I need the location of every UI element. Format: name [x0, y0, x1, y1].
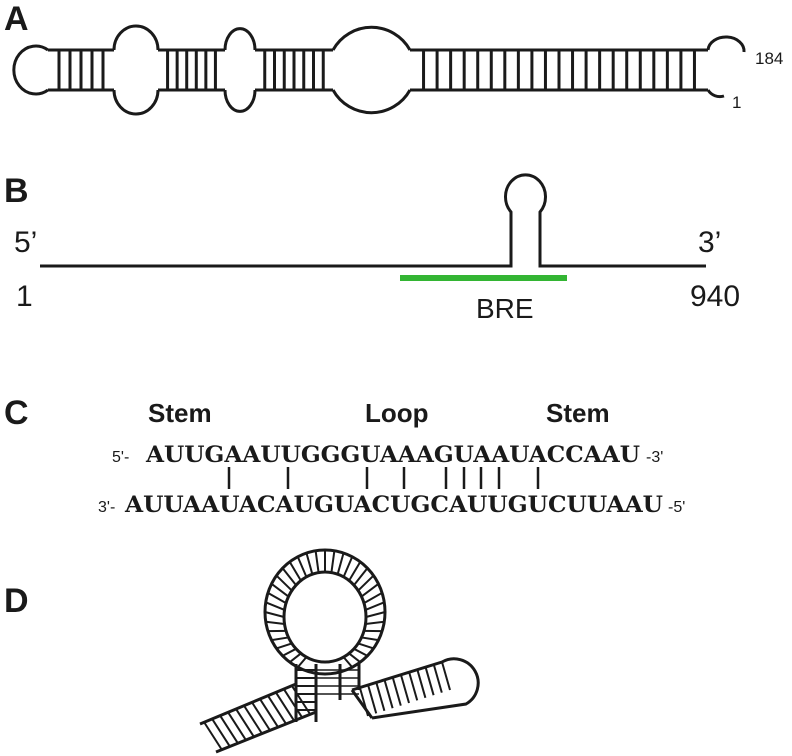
ring-rung [289, 652, 302, 663]
hairpin-3d-structure [199, 548, 480, 754]
ring-rung [365, 601, 385, 611]
ring-rung [365, 611, 386, 618]
ring-rung [296, 656, 308, 668]
right-arm-rung [408, 672, 419, 701]
central-stem-rungs [296, 669, 359, 711]
left-arm-rung [219, 714, 239, 744]
internal-loop-2 [223, 27, 257, 113]
ring-rung [276, 642, 293, 650]
ring-rung [357, 642, 374, 650]
ring-rung [342, 656, 354, 668]
ring-rung [363, 591, 383, 604]
panel-c-letter: C [4, 394, 29, 432]
panel-d-letter: D [4, 582, 29, 620]
left-arm-rungs [203, 685, 311, 751]
ring-rung [275, 574, 293, 592]
ring-rung [353, 567, 369, 586]
top-strand-prefix: 5'- [112, 449, 129, 466]
base-pair-ticks [227, 467, 540, 489]
left-arm-rung [235, 708, 255, 738]
top-strand-suffix: -3' [646, 449, 663, 466]
loop-header: Loop [365, 398, 429, 428]
right-arm-rung [432, 664, 443, 693]
ring-rung [365, 620, 385, 626]
right-arm-rails [350, 657, 480, 720]
ring-rung [265, 601, 285, 611]
bottom-strand-sequence: AUUAAUACAUGUACUGCAUUGUCUUAAU [124, 492, 663, 518]
left-arm-rung [291, 685, 311, 715]
ring-rung [281, 567, 297, 586]
ring-rung [267, 591, 287, 604]
panel-a-end-bottom: 1 [732, 93, 741, 112]
right-arm-rungs [359, 661, 451, 717]
right-arm-rung [424, 666, 435, 696]
panel-a-letter: A [4, 0, 29, 38]
ring-rung [342, 556, 354, 578]
right-arm-rung [400, 674, 410, 704]
right-arm-rung [441, 661, 451, 691]
ring-rung [296, 556, 308, 578]
left-arm-rung [267, 695, 287, 725]
mrna-line-with-hairpin [40, 173, 706, 268]
five-prime-label: 5’ [14, 226, 37, 259]
left-arm-rung [211, 718, 231, 748]
left-arm-rails [199, 682, 317, 754]
right-arm-rung [367, 685, 378, 714]
ring-rung [348, 652, 361, 663]
panel-a-end-top: 184 [755, 49, 783, 68]
ring-rung [353, 647, 368, 657]
left-arm-rung [275, 692, 295, 722]
open-ends [706, 35, 746, 99]
ring-rung [270, 583, 290, 598]
ring-rung [271, 636, 289, 642]
ring-rung [357, 574, 375, 592]
panel-b-letter: B [4, 172, 29, 210]
ring-rung [330, 550, 336, 573]
right-arm-rung [383, 679, 394, 709]
right-arm-rung [375, 682, 386, 712]
left-arm-rung [251, 701, 271, 731]
loop-ring-rungs [264, 550, 386, 668]
end-position-label: 940 [690, 280, 740, 313]
left-arm-rung [243, 705, 263, 735]
ring-rung [336, 552, 345, 575]
ring-rung [360, 583, 380, 598]
right-arm-rung [359, 687, 369, 717]
bre-label: BRE [476, 293, 534, 324]
ring-rung [314, 550, 320, 573]
three-prime-label: 3’ [698, 226, 721, 259]
right-arm-rung [391, 677, 402, 706]
terminal-loop-left [12, 44, 49, 96]
bottom-strand-suffix: -5' [668, 499, 685, 516]
panel-a-structure [12, 24, 746, 116]
internal-loop-1 [112, 24, 160, 116]
loop-ring-inner [282, 570, 368, 664]
panel-a-stems [48, 48, 708, 92]
left-arm-rung [203, 721, 223, 751]
ring-rung [288, 561, 302, 582]
top-strand-sequence: AUUGAAUUGGGUAAAGUAAUACCAAU [145, 442, 640, 468]
ring-rung [265, 620, 285, 626]
left-arm-rung [283, 688, 303, 718]
ring-rung [282, 647, 297, 657]
left-arm-rung [227, 711, 247, 741]
bottom-strand-prefix: 3'- [98, 499, 115, 516]
stem-header-right: Stem [546, 398, 610, 428]
stem-header-left: Stem [148, 398, 212, 428]
ring-rung [305, 552, 314, 575]
ring-rung [264, 611, 285, 618]
ring-rung [361, 636, 379, 642]
central-loop [331, 25, 412, 115]
ring-rung [348, 561, 362, 582]
right-arm-rung [416, 669, 427, 699]
start-position-label: 1 [16, 280, 33, 313]
left-arm-rung [259, 698, 279, 728]
